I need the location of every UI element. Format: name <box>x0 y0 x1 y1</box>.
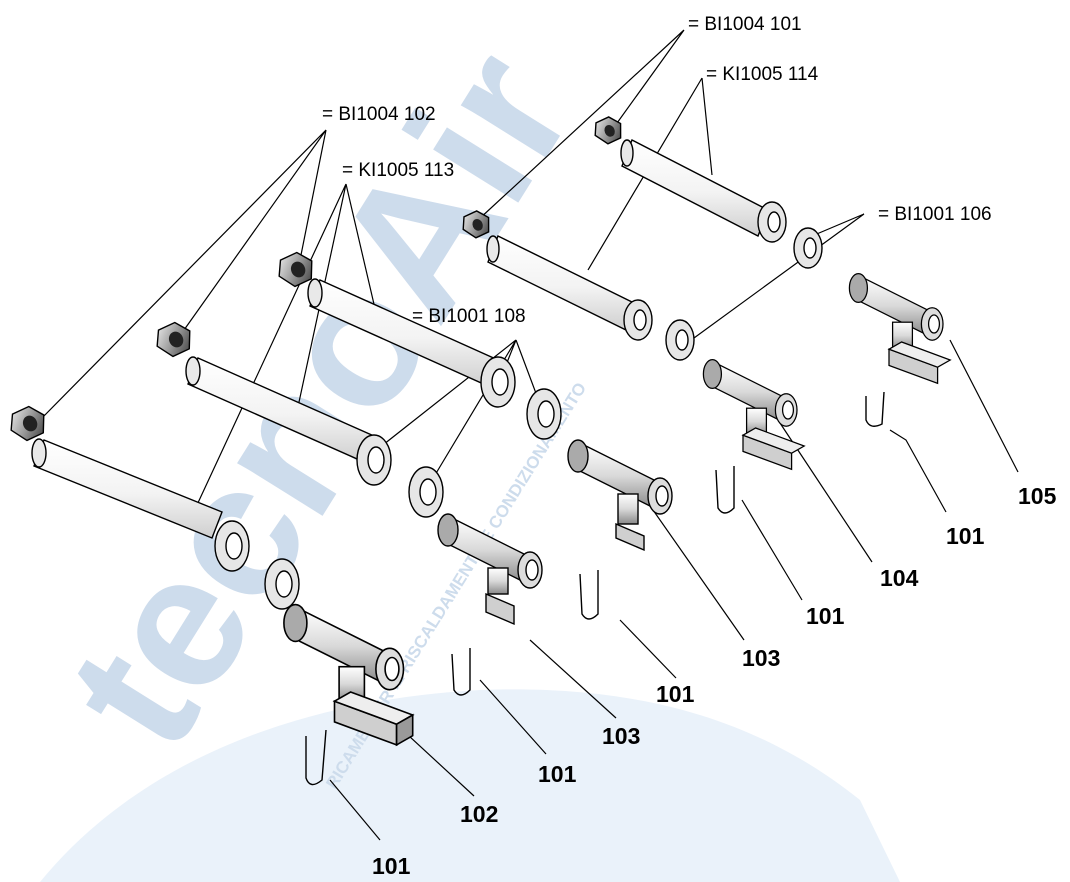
tee-fitting-104 <box>702 358 806 471</box>
washer-4 <box>408 466 444 518</box>
nut-4 <box>462 210 490 239</box>
part-number-labels: 105 104 103 103 102 101 101 101 101 101 <box>372 483 1057 879</box>
nuts <box>10 116 622 442</box>
ref-label-ki1005-114: = KI1005 114 <box>706 64 819 85</box>
reference-labels: = BI1004 101 = KI1005 114 = BI1004 102 =… <box>322 14 992 327</box>
tube-left-top <box>307 278 499 387</box>
u-clips <box>305 391 885 786</box>
part-number-105: 105 <box>1018 483 1057 509</box>
tee-fitting-103-a <box>437 513 543 626</box>
part-number-103-b: 103 <box>742 645 780 671</box>
clip-number-5: 101 <box>946 523 985 549</box>
washer-6 <box>526 388 562 440</box>
u-clip-5 <box>865 391 885 427</box>
washer-9 <box>757 201 787 243</box>
clip-number-2: 101 <box>538 761 577 787</box>
ref-label-bi1004-101: = BI1004 101 <box>688 14 802 35</box>
u-clip-2 <box>451 648 471 696</box>
clip-number-3: 101 <box>656 681 695 707</box>
part-number-104: 104 <box>880 565 919 591</box>
washer-1 <box>214 520 250 572</box>
ref-label-bi1001-106: = BI1001 106 <box>878 204 992 225</box>
nut-3 <box>278 251 313 288</box>
nut-5 <box>594 116 622 145</box>
watermark-brand-text: tecnoAir <box>25 16 613 782</box>
washer-8 <box>665 319 695 361</box>
part-number-102: 102 <box>460 801 498 827</box>
tee-fitting-105 <box>848 272 952 385</box>
tee-fitting-102 <box>283 603 415 747</box>
tube-right-upper <box>620 139 769 237</box>
washer-2 <box>264 558 300 610</box>
nut-2 <box>156 321 191 358</box>
washer-5 <box>480 356 516 408</box>
tube-left-long <box>31 438 223 539</box>
tubes <box>31 139 769 539</box>
ref-label-bi1001-108: = BI1001 108 <box>412 306 526 327</box>
clip-number-1: 101 <box>372 853 411 879</box>
ref-label-ki1005-113: = KI1005 113 <box>342 160 454 181</box>
u-clip-4 <box>715 466 735 514</box>
u-clip-3 <box>579 570 599 620</box>
clip-number-4: 101 <box>806 603 845 629</box>
tee-fittings <box>283 272 952 747</box>
washer-7 <box>623 299 653 341</box>
ref-label-bi1004-102: = BI1004 102 <box>322 104 436 125</box>
washer-10 <box>793 227 823 269</box>
tee-fitting-103-b <box>567 439 673 552</box>
part-number-103-a: 103 <box>602 723 640 749</box>
washers <box>214 201 823 610</box>
watermark-swoosh <box>40 689 900 882</box>
u-clip-1 <box>305 729 327 786</box>
washer-3 <box>356 434 392 486</box>
nut-1 <box>10 405 45 442</box>
